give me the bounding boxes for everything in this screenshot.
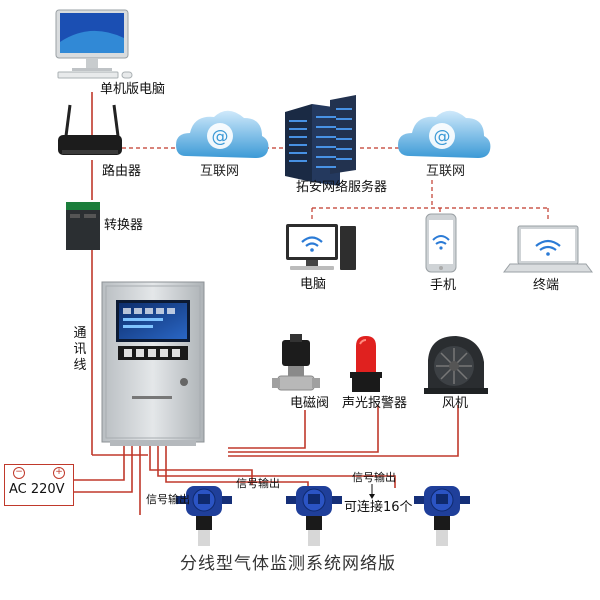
svg-text:@: @ [434,127,451,147]
diagram-title: 分线型气体监测系统网络版 [180,554,396,574]
label-terminal: 终端 [533,278,560,293]
label-internet-right: 互联网 [426,164,466,179]
label-signal-output-1: 信号输出 [146,493,190,506]
wifi-phone-icon [425,213,457,273]
wifi-laptop-icon [503,225,593,273]
label-fan: 风机 [442,396,469,411]
label-connect-count: 可连接16个 [344,500,413,515]
label-router: 路由器 [102,164,142,179]
label-phone: 手机 [430,278,457,293]
connect-arrow-icon [369,484,375,499]
router-icon [58,104,122,155]
wire-ac-top [72,440,125,481]
converter-icon [66,202,100,250]
cloud-at-icon: @ [176,110,269,158]
label-solenoid: 电磁阀 [290,396,330,411]
label-alarm: 声光报警器 [342,396,408,411]
power-supply-box: − + AC 220V [4,464,74,506]
blower-fan-icon [424,336,488,394]
server-rack-icon [285,95,356,186]
wire-fan [228,405,459,457]
dashed-links [122,147,549,222]
gas-detector-icon [176,486,232,546]
wires [72,92,459,515]
minus-terminal-icon: − [13,467,25,479]
gas-detector-icon [414,486,470,546]
svg-text:@: @ [212,127,229,147]
wire-solenoid [228,410,306,449]
beacon-icon [350,336,382,392]
label-comm-line: 通讯线 [73,326,87,373]
cloud-at-icon: @ [398,110,491,158]
label-pc-top: 单机版电脑 [100,82,166,97]
wifi-pc-icon [286,224,356,270]
label-ac-voltage: AC 220V [9,482,65,497]
label-signal-output-2: 信号输出 [236,477,280,490]
desktop-monitor-icon [55,9,133,79]
label-server: 拓安网络服务器 [296,180,388,195]
solenoid-valve-icon [272,334,320,391]
control-cabinet-icon [101,281,205,446]
gas-detector-icon [286,486,342,546]
wire-ac-bottom [72,440,133,493]
wire-sig1-detector [149,440,253,485]
wire-sig3 [157,440,396,488]
label-internet-left: 互联网 [200,164,240,179]
label-pc: 电脑 [300,277,327,292]
plus-terminal-icon: + [53,467,65,479]
label-converter: 转换器 [104,218,144,233]
label-signal-output-3: 信号输出 [352,471,396,484]
wire-sig2 [165,440,309,488]
wire-alarm [228,405,379,453]
